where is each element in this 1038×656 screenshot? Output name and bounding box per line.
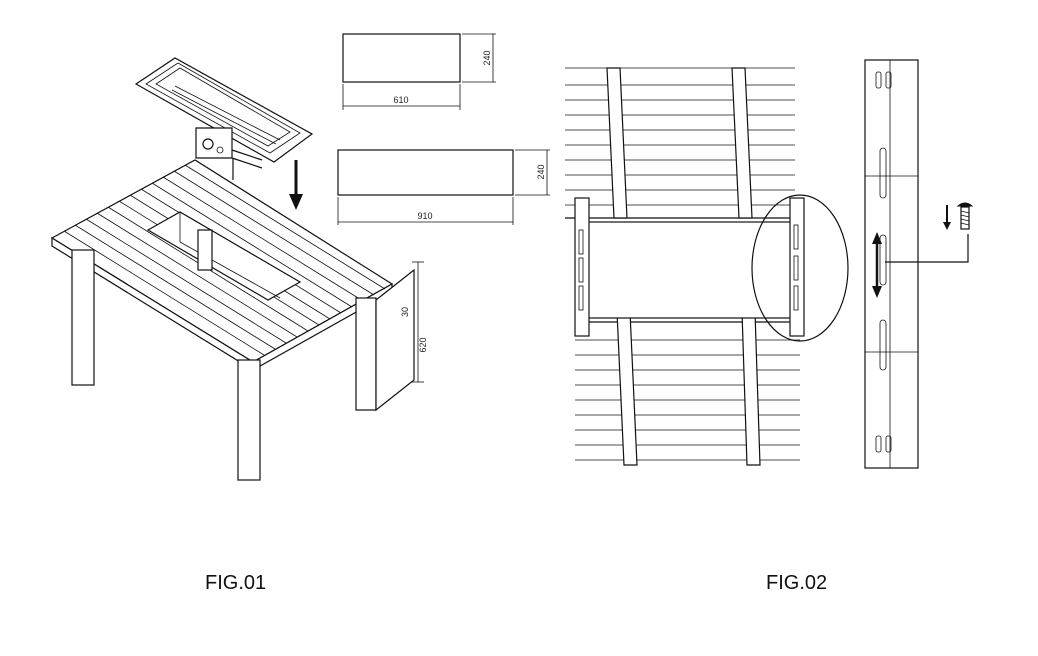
slats-bottom bbox=[575, 321, 800, 461]
insert-arrow-icon bbox=[289, 160, 303, 210]
fig2-drawing bbox=[565, 59, 974, 469]
cross-braces bbox=[606, 67, 761, 466]
slats-top bbox=[565, 67, 795, 219]
table-legs bbox=[71, 229, 415, 481]
panel-small: 610 240 bbox=[342, 33, 496, 110]
bracket-detail bbox=[864, 59, 919, 469]
leader-line bbox=[885, 234, 969, 263]
dim-small-height: 240 bbox=[482, 50, 492, 65]
dim-table-height: 620 bbox=[418, 337, 428, 352]
dim-large-height: 240 bbox=[536, 164, 546, 179]
dim-large-width: 910 bbox=[417, 211, 432, 221]
detail-callout bbox=[751, 194, 849, 342]
fig1-label: FIG.01 bbox=[205, 572, 267, 594]
opening-frame bbox=[574, 197, 805, 337]
panel-large: 910 240 bbox=[337, 149, 550, 225]
adjust-arrow-icon bbox=[872, 232, 882, 298]
burner-tray bbox=[134, 57, 314, 180]
table-height-dimension: 30 620 bbox=[400, 261, 428, 383]
screw-icon bbox=[943, 202, 974, 230]
dim-table-top: 30 bbox=[400, 307, 410, 317]
table-top bbox=[50, 159, 394, 372]
dim-small-width: 610 bbox=[393, 95, 408, 105]
fig2-label: FIG.02 bbox=[766, 572, 828, 594]
fig1-drawing: 30 620 610 240 910 240 bbox=[50, 33, 550, 481]
